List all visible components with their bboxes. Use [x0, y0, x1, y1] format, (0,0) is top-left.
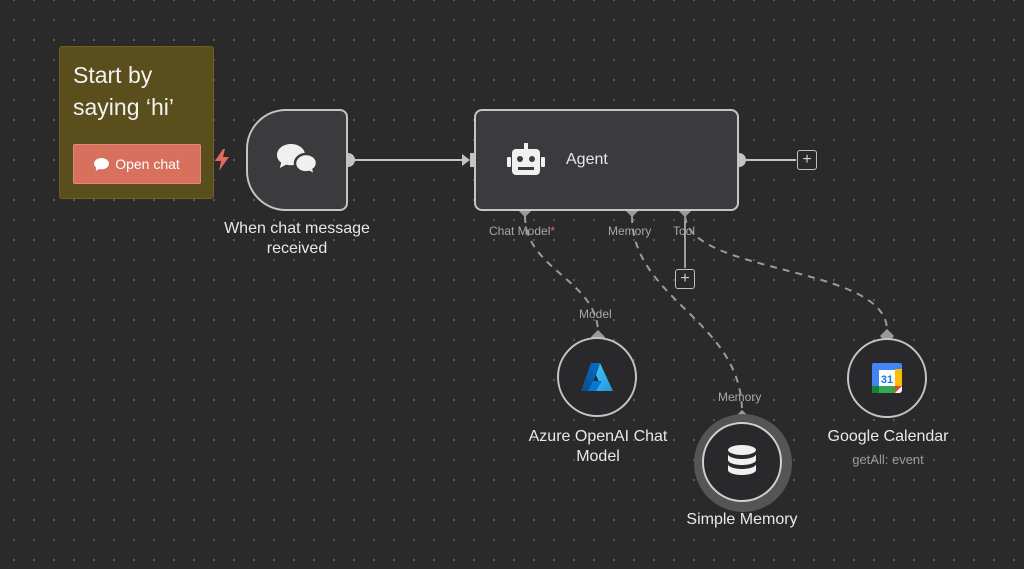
chat-bubble-icon [94, 157, 110, 171]
open-chat-button[interactable]: Open chat [73, 144, 201, 184]
simple-memory-node[interactable] [702, 422, 782, 502]
chat-trigger-node[interactable] [246, 109, 348, 211]
database-icon [728, 445, 756, 475]
trigger-label: When chat message received [224, 220, 370, 257]
agent-title: Agent [566, 151, 608, 168]
open-chat-label: Open chat [115, 156, 180, 172]
azure-openai-node[interactable] [557, 337, 637, 417]
sticky-title: Start by saying ‘hi’ [73, 62, 174, 120]
memory-node-port-label: Memory [718, 390, 762, 404]
model-port-label: Model [579, 307, 612, 321]
tool-port-label: Tool [673, 224, 696, 238]
trigger-bolt-icon [215, 149, 229, 171]
google-calendar-icon: 31 [872, 363, 902, 393]
sticky-note[interactable]: Start by saying ‘hi’ Open chat [59, 46, 214, 199]
add-next-node-button[interactable]: + [797, 150, 817, 170]
simple-memory-label: Simple Memory [686, 511, 798, 528]
chat-model-port-label: Chat Model* [489, 224, 556, 238]
google-calendar-sublabel: getAll: event [852, 452, 924, 467]
google-calendar-node[interactable]: 31 [847, 338, 927, 418]
azure-icon [581, 363, 613, 391]
chat-bubbles-icon [277, 144, 319, 178]
azure-openai-label: Azure OpenAI Chat Model [528, 428, 668, 465]
connection-arrow [462, 154, 470, 166]
add-tool-button[interactable]: + [675, 269, 695, 289]
robot-icon [507, 143, 545, 175]
google-calendar-label: Google Calendar [827, 428, 949, 445]
memory-port-label: Memory [608, 224, 652, 238]
tool-connection [684, 215, 888, 331]
agent-node[interactable]: Agent [474, 109, 739, 211]
calendar-day-text: 31 [881, 374, 893, 386]
memory-connection [631, 215, 743, 413]
